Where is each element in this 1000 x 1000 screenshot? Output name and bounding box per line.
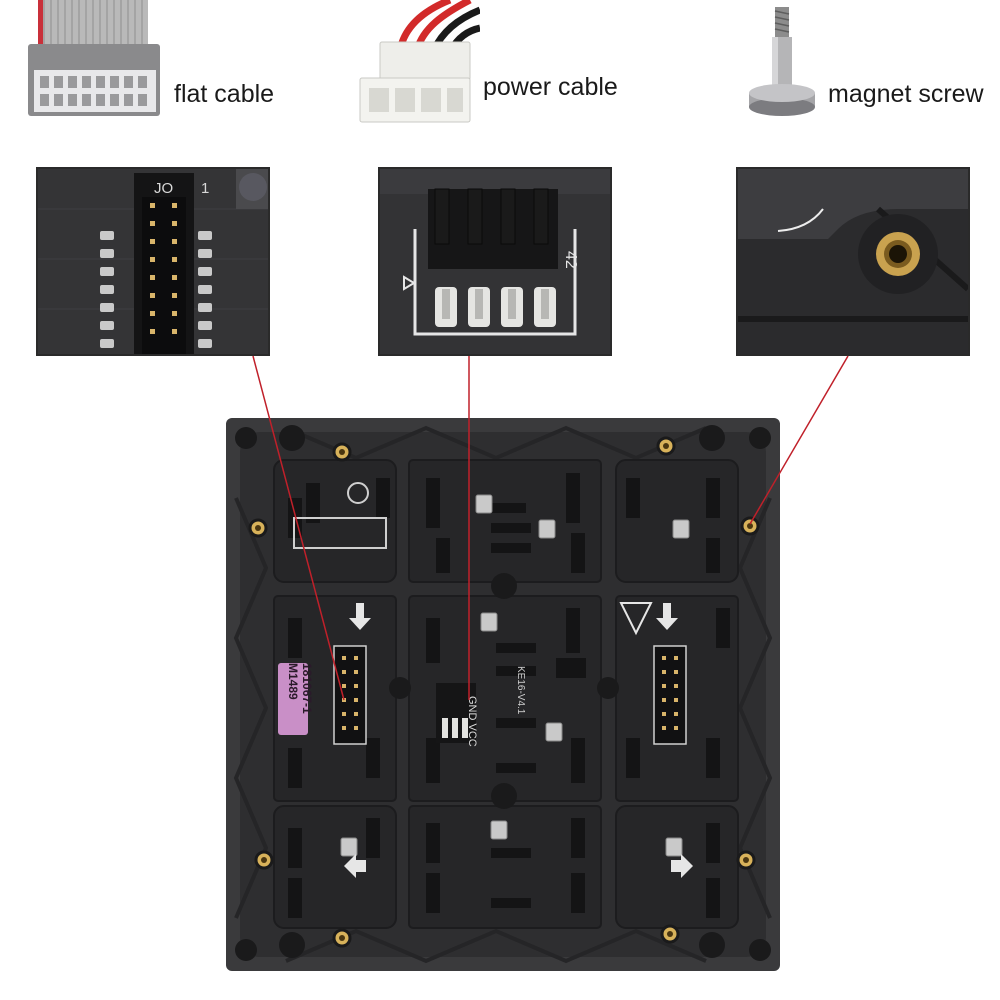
magnet-screw-label: magnet screw — [828, 80, 984, 108]
power-silkscreen: GND VCC — [466, 696, 478, 747]
header-silkscreen: JO — [154, 180, 173, 197]
magnet-screw-image — [745, 5, 825, 120]
power-cable-label: power cable — [483, 73, 618, 101]
magnet-hole-zoom-panel — [736, 167, 970, 356]
power-zoom-panel: 42 — [378, 167, 612, 356]
led-module-board: 181067-1 M1489 GND VCC KE16-V4.1 — [226, 418, 780, 971]
power-pin-label: 42 — [562, 251, 579, 269]
header-silkscreen-2: 1 — [201, 180, 209, 197]
sticker-line-2: M1489 — [286, 663, 300, 700]
connector-zoom-panel: JO 1 — [36, 167, 270, 356]
sticker-line-1: 181067-1 — [300, 663, 314, 714]
flat-cable-label: flat cable — [174, 80, 275, 108]
sticker-text: 181067-1 M1489 — [278, 663, 314, 735]
power-cable-image — [355, 0, 480, 125]
model-silkscreen: KE16-V4.1 — [515, 666, 526, 715]
flat-cable-image — [20, 0, 170, 125]
